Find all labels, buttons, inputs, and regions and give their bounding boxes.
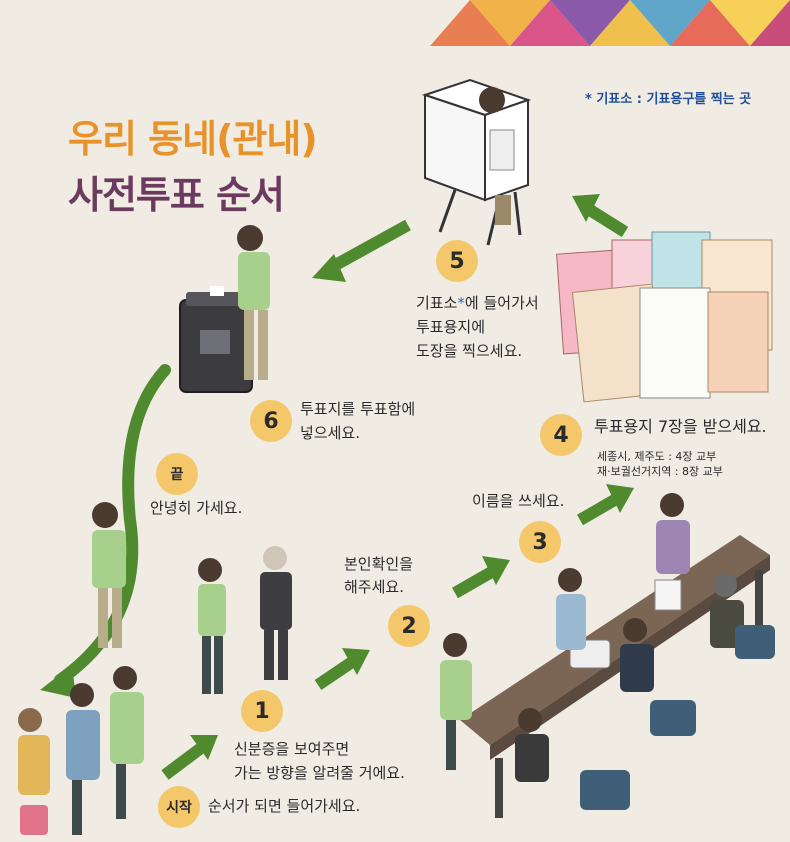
step-2-line1: 본인확인을 [344,555,414,573]
ballot-box-illustration [179,286,253,393]
step-2-line2: 해주세요. [344,578,404,596]
arrow-3-to-4 [576,484,634,526]
check-in-desk-illustration [440,493,775,818]
step-start-text: 순서가 되면 들어가세요. [208,797,361,815]
step-6-line2: 넣으세요. [300,424,360,442]
step-start-badge: 시작 [158,786,200,828]
step-1-line2: 가는 방향을 알려줄 거에요. [234,764,405,782]
step-5-line1: 기표소*에 들어가서 [416,294,539,312]
step-5-badge: 5 [436,240,478,282]
step-5-line3: 도장을 찍으세요. [416,342,523,360]
step-1-badge: 1 [241,690,283,732]
arrow-4-to-5 [572,194,629,238]
arrow-2-to-3 [452,556,510,599]
voter-leaving [92,502,126,648]
step-5-line2: 투표용지에 [416,318,486,336]
step-2-badge: 2 [388,605,430,647]
step-4-sub2: 재·보궐선거지역 : 8장 교부 [597,465,723,478]
step-3-badge: 3 [519,521,561,563]
triangle-banner [430,0,790,46]
step-3-text: 이름을 쓰세요. [472,492,565,510]
booth-definition-note: * 기표소 : 기표용구를 찍는 곳 [585,92,752,107]
step-end-badge: 끝 [156,453,198,495]
step-4-badge: 4 [540,414,582,456]
queue-people [18,666,144,835]
step-6-line1: 투표지를 투표함에 [300,400,416,418]
arrow-5-to-6 [312,219,411,282]
arrow-1-to-2 [314,648,370,690]
exit-path-arrowhead [40,665,76,698]
page-title-line2: 사전투표 순서 [68,173,285,217]
arrow-start-to-1 [161,735,218,780]
step-end-text: 안녕히 가세요. [150,499,243,517]
step-6-badge: 6 [250,400,292,442]
step-1-line1: 신분증을 보여주면 [234,740,350,758]
step-4-text: 투표용지 7장을 받으세요. [594,417,767,436]
voter-with-official [198,546,292,694]
voting-booth-illustration [421,78,532,246]
step-4-sub1: 세종시, 제주도 : 4장 교부 [597,450,717,463]
page-title-line1: 우리 동네(관내) [68,117,318,161]
voter-at-box [237,225,270,380]
ballot-papers-illustration [556,231,773,403]
